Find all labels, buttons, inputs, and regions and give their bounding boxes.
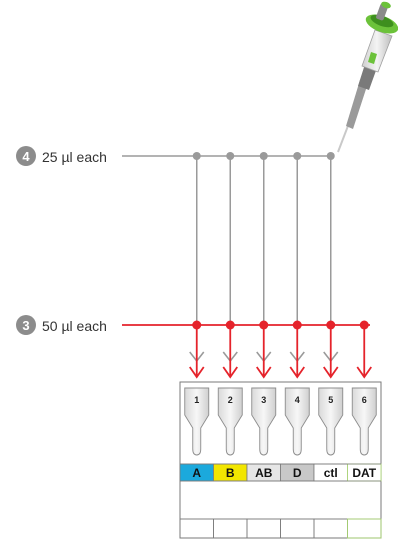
step-3-volume: 50 µl each [42,318,107,334]
reagent-label-6: DAT [352,466,376,480]
red-drop-point-4 [292,320,302,330]
well-number-4: 4 [295,395,300,405]
gray-drop-point-2 [226,152,235,160]
gray-drop-point-3 [259,152,268,160]
red-arrow-5 [323,366,339,379]
well-number-1: 1 [194,395,199,405]
red-arrow-6 [356,366,372,379]
reagent-label-4: D [293,466,302,480]
well-tube-4 [284,387,310,456]
red-drop-point-1 [192,320,202,330]
well-number-2: 2 [228,395,233,405]
result-cell-6 [347,518,382,539]
well-tube-1 [184,387,210,456]
well-tube-5 [318,387,344,456]
step-3-label: 3 50 µl each [16,315,107,335]
step-4-number: 4 [22,149,30,164]
red-drop-point-3 [259,320,269,330]
well-tube-6 [351,387,377,456]
red-drop-point-5 [326,320,336,330]
red-drop-point-6 [359,320,369,330]
well-number-5: 5 [328,395,333,405]
red-arrow-2 [222,366,238,379]
reagent-label-2: B [226,466,235,480]
step-4-volume: 25 µl each [42,149,107,165]
step-4-label: 4 25 µl each [16,146,107,166]
red-drop-point-2 [225,320,235,330]
gray-drop-point-4 [293,152,302,160]
well-number-6: 6 [362,395,367,405]
step-4-badge [16,146,36,166]
reagent-label-5: ctl [324,466,338,480]
reagent-label-1: A [192,466,201,480]
well-number-3: 3 [261,395,266,405]
red-arrow-1 [189,366,205,379]
well-tube-3 [251,387,277,456]
gray-drop-point-5 [326,152,335,160]
step-3-badge [16,315,36,335]
red-arrow-4 [289,366,305,379]
step-3-number: 3 [22,318,29,333]
gray-drop-point-1 [192,152,201,160]
reagent-label-3: AB [255,466,273,480]
pipette-icon [337,1,398,153]
well-tube-2 [217,387,243,456]
distribution-50ul [122,320,372,379]
red-arrow-3 [256,366,272,379]
